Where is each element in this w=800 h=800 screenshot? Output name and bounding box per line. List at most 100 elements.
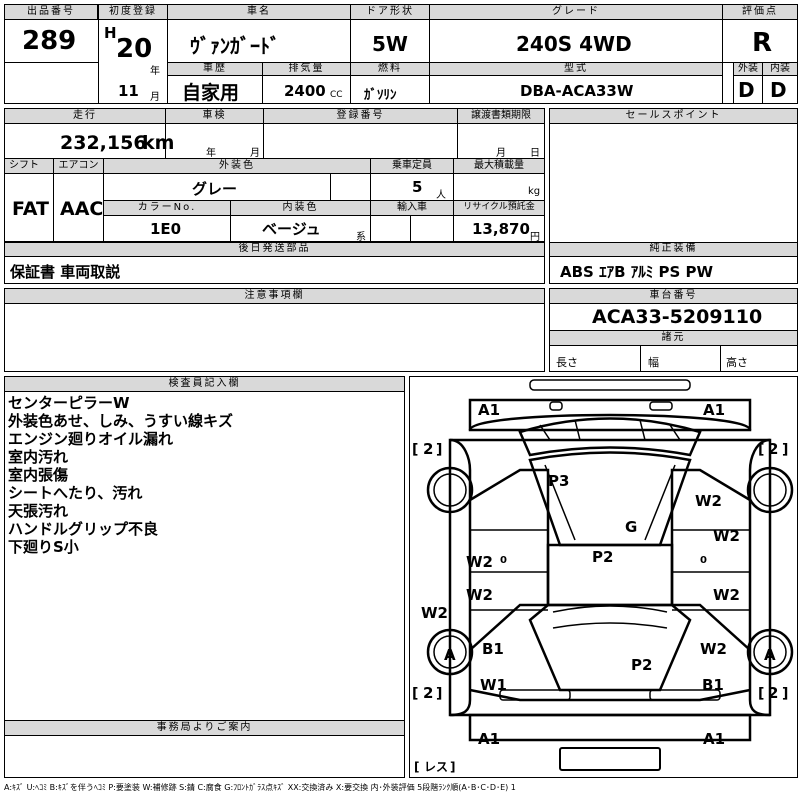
svg-text:]: ]: [782, 442, 788, 458]
sales-point-box: [549, 108, 798, 284]
capacity-header: 乗車定員: [370, 158, 454, 174]
damage-rear-left: A1: [478, 730, 500, 748]
damage-b1-left: B1: [482, 640, 504, 658]
fuel-header: 燃料: [350, 62, 430, 76]
damage-wheel-right: A: [764, 646, 776, 664]
chassis-header: 車台番号: [549, 288, 798, 304]
import-divider: [410, 216, 411, 242]
fuel-value: ｶﾞｿﾘﾝ: [364, 88, 397, 103]
transfer-header: 譲渡書類期限: [457, 108, 545, 124]
lot-no-column: [98, 4, 99, 104]
diagram-box: [409, 376, 798, 778]
svg-text:]: ]: [782, 686, 788, 702]
lot-no-value: 289: [22, 26, 77, 56]
svg-text:]: ]: [436, 442, 442, 458]
reg-no-column: [457, 108, 458, 158]
max-load-header: 最大積載量: [453, 158, 545, 174]
fuel-column: [429, 62, 430, 104]
int-color-value: ベージュ: [262, 220, 321, 238]
int-color-header: 内装色: [230, 200, 371, 216]
exterior-header: 外装: [733, 62, 763, 76]
history-header: 車歴: [167, 62, 263, 76]
transfer-day-unit: 日: [530, 148, 540, 159]
damage-w2-left-rear-door: W2: [466, 586, 493, 604]
import-header: 輸入車: [370, 200, 454, 216]
damage-fender-rl: 2: [423, 684, 433, 702]
interior-column: [762, 62, 763, 104]
interior-header: 内装: [762, 62, 798, 76]
damage-w1-left: W1: [480, 676, 507, 694]
inspection-column: [263, 108, 264, 158]
recycle-value: 13,870: [472, 220, 530, 238]
genuine-value: ABS ｴｱB ｱﾙﾐ PS PW: [560, 263, 714, 281]
month-value: 11: [118, 82, 139, 100]
transfer-month-unit: 月: [496, 148, 506, 159]
damage-w2-left-door: W2: [466, 553, 493, 571]
inspection-month-unit: 月: [250, 148, 260, 159]
aircon-value: AAC: [60, 198, 104, 220]
later-parts-value: 保証書 車両取説: [10, 263, 121, 281]
damage-wheel-left: A: [444, 646, 456, 664]
km-unit: km: [142, 132, 175, 154]
specs-col-1: [640, 345, 641, 372]
remark-line: 室内張傷: [8, 466, 69, 484]
displacement-column: [350, 62, 351, 104]
specs-header: 諸元: [549, 330, 798, 346]
damage-w2-front-right: W2: [695, 492, 722, 510]
svg-text:]: ]: [436, 686, 442, 702]
damage-w2-right-door: W2: [713, 527, 740, 545]
car-diagram: [] [] [] [] 2 2 2 2 A1 A1 P3 W2 G W2 P2 …: [412, 379, 794, 774]
svg-text:[: [: [758, 442, 764, 458]
color-no-value: 1E0: [150, 220, 182, 238]
series-unit: 系: [356, 232, 366, 243]
first-reg-header: 初度登録: [98, 4, 168, 20]
remark-line: 下廻りS小: [8, 538, 79, 556]
notes-header: 注意事項欄: [4, 288, 545, 304]
shift-value: FAT: [12, 198, 49, 220]
damage-rear-right: A1: [703, 730, 725, 748]
shift-column: [53, 158, 54, 242]
damage-b1-right: B1: [702, 676, 724, 694]
damage-rear: P2: [631, 656, 652, 674]
remarks-list: センターピラーW 外装色あせ、しみ、うすい線キズ エンジン廻りオイル漏れ 室内汚…: [8, 394, 233, 556]
displacement-header: 排気量: [262, 62, 351, 76]
door-value: 5W: [372, 32, 408, 56]
recycle-header: リサイクル預託金: [453, 200, 545, 216]
length-label: 長さ: [556, 356, 578, 369]
remark-line: 室内汚れ: [8, 448, 69, 466]
aircon-header: エアコン: [53, 158, 104, 174]
damage-front-right: A1: [703, 401, 725, 419]
rear-label: レス: [424, 760, 448, 774]
rear-label-bracket: [: [414, 760, 419, 774]
door-zero-right: 0: [700, 555, 707, 566]
remark-line: エンジン廻りオイル漏れ: [8, 430, 174, 448]
remark-line: ハンドルグリップ不良: [8, 520, 159, 538]
svg-text:[: [: [412, 686, 418, 702]
inspector-header: 検査員記入欄: [4, 376, 405, 392]
ext-color-value: グレー: [192, 180, 238, 198]
era-value: H: [104, 24, 117, 42]
year-unit: 年: [150, 66, 160, 77]
color-no-column: [230, 200, 231, 242]
door-header: ドア形状: [350, 4, 430, 20]
damage-w2-right-rear-door: W2: [713, 586, 740, 604]
row-line-3: [4, 241, 545, 242]
height-label: 高さ: [726, 356, 748, 369]
color-no-header: カラーNo.: [103, 200, 231, 216]
genuine-header: 純正装備: [549, 242, 798, 257]
inspection-header: 車検: [165, 108, 264, 124]
later-parts-header: 後日発送部品: [4, 242, 545, 257]
reg-no-header: 登録番号: [263, 108, 458, 124]
person-unit: 人: [436, 190, 446, 201]
history-value: 自家用: [182, 82, 240, 104]
first-reg-column: [167, 4, 168, 104]
ext-color-divider: [330, 174, 331, 200]
damage-w2-right-quarter: W2: [700, 640, 727, 658]
lot-no-divider: [4, 62, 99, 63]
model-value: DBA-ACA33W: [520, 82, 634, 100]
grade-header: グレード: [429, 4, 723, 20]
svg-text:[: [: [412, 442, 418, 458]
specs-col-2: [720, 345, 721, 372]
rear-label-bracket-close: ]: [450, 760, 455, 774]
remark-line: シートへたり、汚れ: [8, 484, 143, 502]
